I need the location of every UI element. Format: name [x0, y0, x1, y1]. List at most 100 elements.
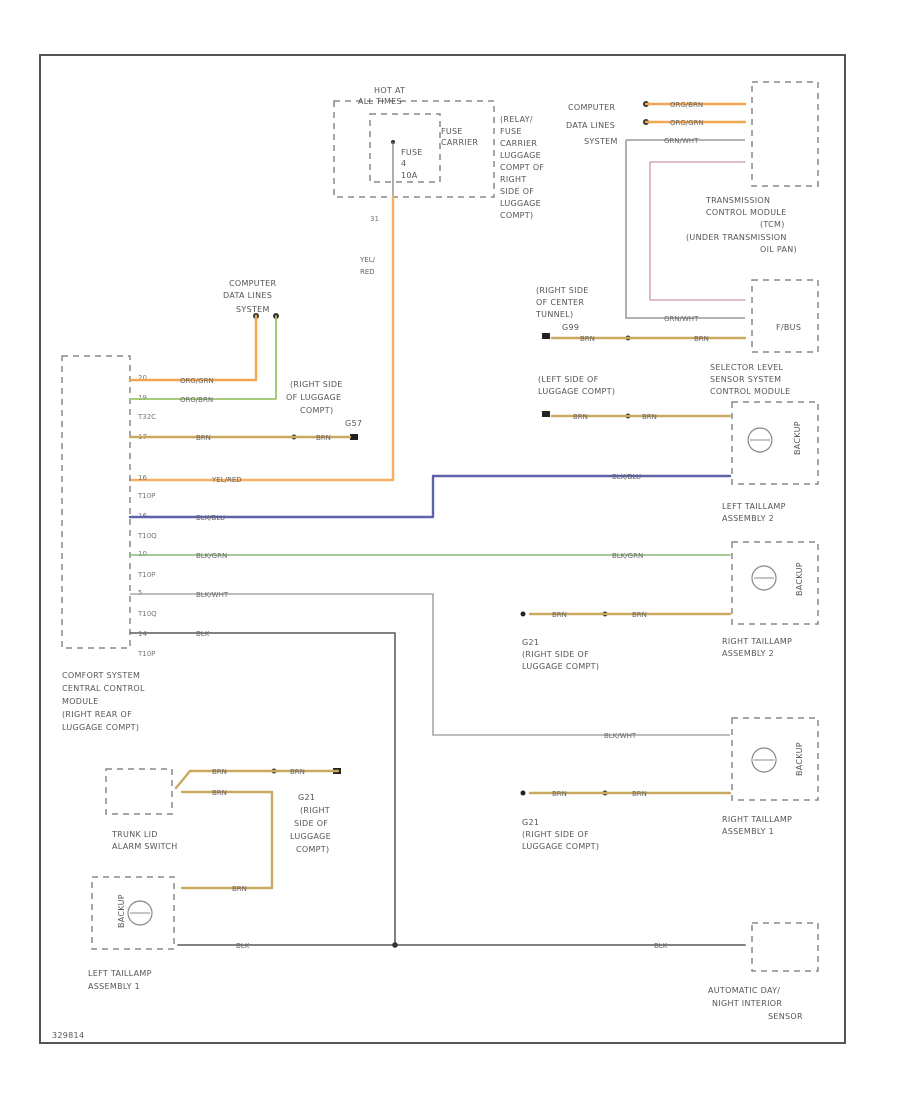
svg-text:BRN: BRN — [552, 790, 567, 798]
fuse-carrier-label-2: CARRIER — [441, 138, 478, 147]
svg-text:BRN: BRN — [212, 789, 227, 797]
svg-text:COMPUTER: COMPUTER — [568, 103, 616, 112]
svg-text:BRN: BRN — [290, 768, 305, 776]
svg-text:TUNNEL): TUNNEL) — [535, 310, 573, 319]
svg-text:DATA LINES: DATA LINES — [566, 121, 615, 130]
svg-text:BRN: BRN — [573, 413, 588, 421]
svg-text:T10P: T10P — [137, 571, 155, 579]
svg-text:(RIGHT SIDE: (RIGHT SIDE — [290, 380, 343, 389]
svg-text:G99: G99 — [562, 323, 579, 332]
ground-left-luggage: (LEFT SIDE OF LUGGAGE COMPT) — [538, 375, 631, 419]
svg-text:COMFORT SYSTEM: COMFORT SYSTEM — [62, 671, 140, 680]
svg-text:SIDE OF: SIDE OF — [500, 187, 534, 196]
svg-text:BRN: BRN — [232, 885, 247, 893]
svg-text:BLK: BLK — [654, 942, 668, 950]
svg-text:BLK/BLU: BLK/BLU — [196, 514, 225, 522]
diagram-frame — [39, 54, 846, 1044]
svg-text:BLK/WHT: BLK/WHT — [196, 591, 229, 599]
svg-text:(RIGHT SIDE: (RIGHT SIDE — [536, 286, 589, 295]
svg-text:BLK/BLU: BLK/BLU — [612, 473, 641, 481]
fuse-number: 4 — [401, 159, 406, 168]
svg-text:OIL PAN): OIL PAN) — [760, 245, 797, 254]
wire-blk-wht — [130, 593, 730, 736]
svg-text:GRN/WHT: GRN/WHT — [664, 315, 699, 323]
wire-org-grn-module — [128, 314, 258, 382]
svg-text:NIGHT INTERIOR: NIGHT INTERIOR — [712, 999, 782, 1008]
svg-text:LUGGAGE COMPT): LUGGAGE COMPT) — [522, 842, 599, 851]
svg-text:BLK/WHT: BLK/WHT — [604, 732, 637, 740]
ground-right-luggage-module: (RIGHT SIDE OF LUGGAGE COMPT) G57 — [286, 380, 362, 440]
svg-text:RIGHT TAILLAMP: RIGHT TAILLAMP — [722, 815, 792, 824]
svg-text:SENSOR SYSTEM: SENSOR SYSTEM — [710, 375, 781, 384]
svg-text:OF LUGGAGE: OF LUGGAGE — [286, 393, 341, 402]
svg-text:5: 5 — [138, 589, 142, 597]
svg-text:BRN: BRN — [212, 768, 227, 776]
svg-text:BRN: BRN — [642, 413, 657, 421]
svg-text:T10Q: T10Q — [137, 532, 157, 540]
svg-text:G21: G21 — [522, 638, 539, 647]
svg-text:BACKUP: BACKUP — [793, 421, 802, 455]
svg-text:RIGHT TAILLAMP: RIGHT TAILLAMP — [722, 637, 792, 646]
svg-text:COMPT): COMPT) — [300, 406, 333, 415]
svg-text:BRN: BRN — [580, 335, 595, 343]
svg-text:SYSTEM: SYSTEM — [584, 137, 618, 146]
svg-text:ASSEMBLY 1: ASSEMBLY 1 — [722, 827, 774, 836]
svg-text:ASSEMBLY 2: ASSEMBLY 2 — [722, 649, 774, 658]
hot-at-label-1: HOT AT — [374, 86, 405, 95]
fuse-pin-label: 31 — [370, 215, 379, 223]
svg-text:BRN: BRN — [694, 335, 709, 343]
svg-text:SIDE OF: SIDE OF — [294, 819, 328, 828]
svg-text:CONTROL MODULE: CONTROL MODULE — [706, 208, 787, 217]
svg-text:BRN: BRN — [552, 611, 567, 619]
svg-text:BRN: BRN — [632, 611, 647, 619]
svg-text:ALARM SWITCH: ALARM SWITCH — [112, 842, 178, 851]
svg-text:(UNDER TRANSMISSION: (UNDER TRANSMISSION — [686, 233, 787, 242]
svg-text:COMPT OF: COMPT OF — [500, 163, 544, 172]
svg-text:ORG/BRN: ORG/BRN — [670, 101, 703, 109]
svg-text:DATA LINES: DATA LINES — [223, 291, 272, 300]
svg-text:COMPUTER: COMPUTER — [229, 279, 277, 288]
svg-text:RED: RED — [360, 268, 375, 276]
svg-text:LEFT TAILLAMP: LEFT TAILLAMP — [88, 969, 152, 978]
wire-brn-trunk-switch — [174, 769, 340, 790]
svg-text:BLK/GRN: BLK/GRN — [612, 552, 643, 560]
wire-blk-blu — [128, 474, 732, 519]
left-taillamp-assembly-1: BACKUP LEFT TAILLAMP ASSEMBLY 1 — [88, 876, 175, 991]
svg-text:CONTROL MODULE: CONTROL MODULE — [710, 387, 791, 396]
svg-text:YEL/: YEL/ — [359, 256, 376, 264]
svg-text:CARRIER: CARRIER — [500, 139, 537, 148]
wire-yel-red — [128, 195, 395, 482]
svg-text:BLK: BLK — [196, 630, 210, 638]
svg-text:G21: G21 — [522, 818, 539, 827]
fuse-carrier-label-1: FUSE — [441, 127, 463, 136]
svg-text:20: 20 — [138, 374, 147, 382]
computer-data-lines-left: COMPUTER DATA LINES SYSTEM — [223, 279, 279, 319]
svg-text:BACKUP: BACKUP — [795, 562, 804, 596]
svg-text:TRANSMISSION: TRANSMISSION — [705, 196, 770, 205]
ground-center-tunnel: (RIGHT SIDE OF CENTER TUNNEL) G99 — [535, 286, 631, 341]
svg-text:AUTOMATIC DAY/: AUTOMATIC DAY/ — [708, 986, 780, 995]
svg-text:LUGGAGE: LUGGAGE — [500, 151, 541, 160]
svg-text:YEL/RED: YEL/RED — [211, 476, 242, 484]
svg-text:OF CENTER: OF CENTER — [536, 298, 584, 307]
svg-text:14: 14 — [138, 630, 147, 638]
ground-g21-a: G21 (RIGHT SIDE OF LUGGAGE COMPT) — [520, 611, 608, 671]
svg-text:(RIGHT REAR OF: (RIGHT REAR OF — [62, 710, 132, 719]
transmission-control-module: TRANSMISSION CONTROL MODULE (TCM) (UNDER… — [686, 81, 819, 254]
svg-text:T10Q: T10Q — [137, 610, 157, 618]
svg-text:(RIGHT SIDE OF: (RIGHT SIDE OF — [522, 650, 589, 659]
fuse-label: FUSE — [401, 148, 423, 157]
svg-text:SYSTEM: SYSTEM — [236, 305, 270, 314]
hot-at-label-2: ALL TIMES — [358, 97, 402, 106]
svg-text:(LEFT SIDE OF: (LEFT SIDE OF — [538, 375, 599, 384]
svg-text:SELECTOR LEVEL: SELECTOR LEVEL — [710, 363, 783, 372]
svg-text:COMPT): COMPT) — [296, 845, 329, 854]
svg-text:BRN: BRN — [316, 434, 331, 442]
wire-pink — [649, 161, 746, 301]
footer-code: 329814 — [52, 1031, 84, 1040]
svg-text:BLK/GRN: BLK/GRN — [196, 552, 227, 560]
right-taillamp-assembly-2: BACKUP RIGHT TAILLAMP ASSEMBLY 2 — [722, 541, 819, 658]
svg-text:LUGGAGE: LUGGAGE — [290, 832, 331, 841]
svg-text:T10P: T10P — [137, 492, 155, 500]
